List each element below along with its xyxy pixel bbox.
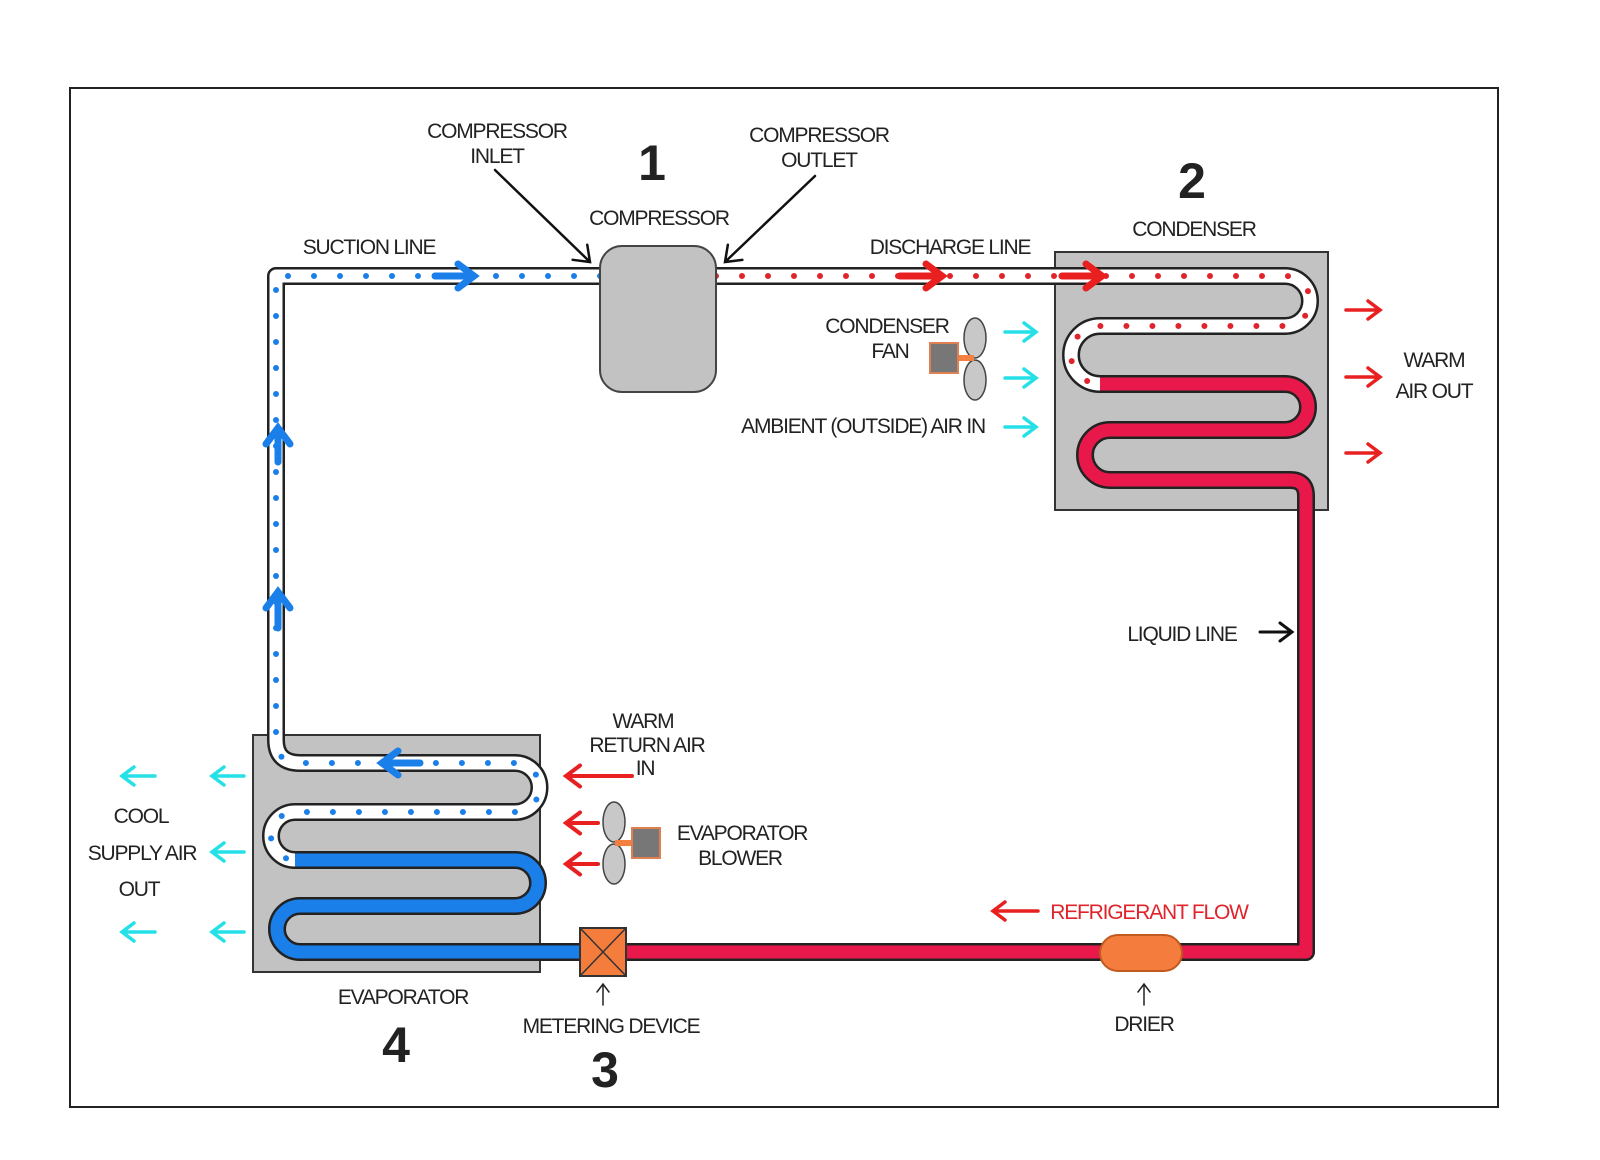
ambient-air-arrow <box>1003 321 1039 343</box>
metering-device-pointer <box>596 982 610 1006</box>
evaporator-coil <box>270 853 580 959</box>
warm-return-air-label: IN <box>636 757 655 780</box>
discharge-line-label: DISCHARGE LINE <box>870 236 1032 259</box>
suction-line-vapor-dots <box>268 273 603 863</box>
refrigerant-flow-label: REFRIGERANT FLOW <box>1050 901 1249 924</box>
stage-number-1: 1 <box>638 135 666 191</box>
stage-number-4: 4 <box>382 1017 410 1073</box>
evaporator-blower-label: EVAPORATOR <box>677 822 808 845</box>
cool-supply-air-label: SUPPLY AIR <box>88 842 198 865</box>
suction-flow-arrow <box>431 260 480 292</box>
warm-air-out-label: WARM <box>1404 349 1465 372</box>
metering-device-label: METERING DEVICE <box>523 1015 701 1038</box>
compressor-inlet-leader <box>493 168 592 264</box>
warm-air-out-arrow <box>1344 366 1383 388</box>
warm-return-air-label: WARM <box>613 710 674 733</box>
compressor-outlet-label: COMPRESSOR <box>749 124 890 147</box>
compressor-inlet-label: INLET <box>470 145 525 168</box>
ambient-air-arrow <box>1003 416 1039 438</box>
suction-flow-arrow <box>376 747 424 779</box>
stage-number-3: 3 <box>591 1042 619 1098</box>
return-air-arrow <box>562 763 634 789</box>
suction-flow-arrow <box>262 422 294 466</box>
cool-supply-air-arrow <box>209 921 246 943</box>
discharge-flow-arrow <box>1058 260 1108 292</box>
ambient-air-arrow <box>1003 367 1039 389</box>
evaporator-label: EVAPORATOR <box>338 986 469 1009</box>
liquid-line-label: LIQUID LINE <box>1127 623 1238 646</box>
suction-line-label: SUCTION LINE <box>303 236 437 259</box>
suction-flow-arrow <box>262 586 294 632</box>
drier-pointer <box>1137 982 1151 1006</box>
discharge-line-vapor-dots <box>713 273 1313 387</box>
condenser-fan-label: FAN <box>871 340 908 363</box>
condenser-label: CONDENSER <box>1132 218 1256 241</box>
cool-supply-air-arrow <box>209 841 246 863</box>
compressor <box>599 245 717 393</box>
cool-supply-air-arrow <box>119 921 157 943</box>
condenser-fan <box>929 317 987 401</box>
discharge-flow-arrow <box>896 260 948 292</box>
warm-air-out-arrow <box>1344 299 1383 321</box>
drier <box>1099 934 1183 972</box>
compressor-inlet-label: COMPRESSOR <box>427 120 568 143</box>
warm-air-out-label: AIR OUT <box>1396 380 1474 403</box>
liquid-line <box>626 377 1315 959</box>
compressor-outlet-label: OUTLET <box>781 149 858 172</box>
drier-label: DRIER <box>1114 1013 1174 1036</box>
return-air-arrow <box>562 851 600 877</box>
condenser-fan-label: CONDENSER <box>825 315 949 338</box>
metering-device <box>579 927 627 977</box>
evaporator-blower-label: BLOWER <box>698 847 783 870</box>
refrigerant-flow-arrow <box>990 900 1040 922</box>
evaporator-blower <box>602 801 661 885</box>
compressor-label: COMPRESSOR <box>589 207 730 230</box>
cool-supply-air-label: OUT <box>119 878 161 901</box>
return-air-arrow <box>562 810 600 836</box>
compressor-outlet-leader <box>723 174 817 264</box>
refrigerant-piping <box>262 267 1319 961</box>
ambient-air-label: AMBIENT (OUTSIDE) AIR IN <box>741 415 985 438</box>
warm-air-out-arrow <box>1344 442 1383 464</box>
cool-supply-air-arrow <box>119 765 157 787</box>
stage-number-2: 2 <box>1178 153 1206 209</box>
warm-return-air-label: RETURN AIR <box>589 734 705 757</box>
cool-supply-air-label: COOL <box>114 805 169 828</box>
flow-arrows <box>119 168 1383 1006</box>
liquid-line-arrow <box>1258 621 1295 643</box>
cool-supply-air-arrow <box>209 765 246 787</box>
